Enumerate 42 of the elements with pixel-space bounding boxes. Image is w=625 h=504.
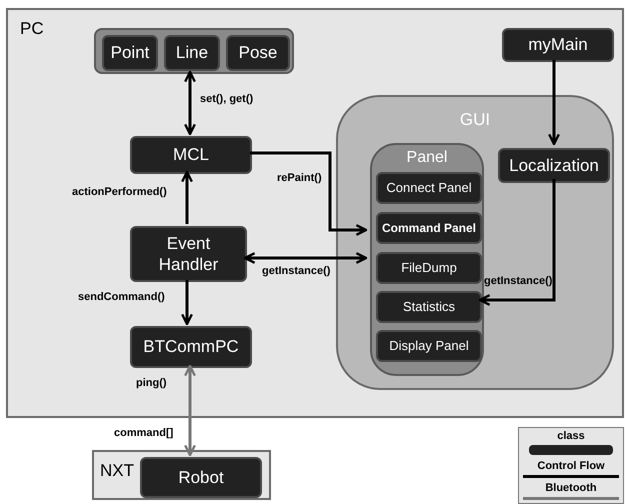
edge-label: actionPerformed() xyxy=(72,185,167,200)
group-panel xyxy=(370,143,484,376)
legend-label: class xyxy=(557,429,585,443)
edge-label: getInstance() xyxy=(262,264,330,279)
class-box: MCL xyxy=(130,136,252,174)
class-box: Display Panel xyxy=(376,330,482,362)
group-heading: PC xyxy=(20,18,44,40)
legend-label: Bluetooth xyxy=(545,481,597,495)
edge-label: ping() xyxy=(136,376,167,391)
group-panel xyxy=(92,450,271,500)
arrow xyxy=(548,60,560,146)
group-heading: NXT xyxy=(100,460,134,482)
class-box: Pose xyxy=(226,35,290,71)
arrow xyxy=(181,280,193,326)
class-box: myMain xyxy=(502,28,614,62)
arrow xyxy=(478,179,556,306)
group-heading: Panel xyxy=(406,148,448,168)
class-box: Robot xyxy=(140,457,262,498)
class-box: Event Handler xyxy=(130,226,247,282)
class-box: Statistics xyxy=(376,291,482,323)
class-box: FileDump xyxy=(376,252,482,284)
group-panel xyxy=(336,95,614,390)
arrow xyxy=(184,70,196,136)
class-box: BTCommPC xyxy=(130,326,252,368)
arrow xyxy=(244,252,368,264)
class-box: Connect Panel xyxy=(376,172,482,204)
group-heading: GUI xyxy=(458,109,492,131)
class-box: Line xyxy=(164,35,220,71)
group-box xyxy=(94,28,294,74)
class-box: Point xyxy=(102,35,158,71)
legend-label: Control Flow xyxy=(537,459,605,473)
edge-label: set(), get() xyxy=(200,92,254,107)
class-box: Localization xyxy=(498,148,610,183)
note-label: command[] xyxy=(114,426,174,441)
group-panel xyxy=(6,8,624,418)
arrow xyxy=(184,364,196,456)
class-box: Command Panel xyxy=(376,212,482,244)
arrow xyxy=(250,152,368,236)
arrow xyxy=(181,170,193,224)
edge-label: getInstance() xyxy=(484,274,552,289)
edge-label: sendCommand() xyxy=(78,290,165,305)
edge-label: rePaint() xyxy=(277,171,322,186)
